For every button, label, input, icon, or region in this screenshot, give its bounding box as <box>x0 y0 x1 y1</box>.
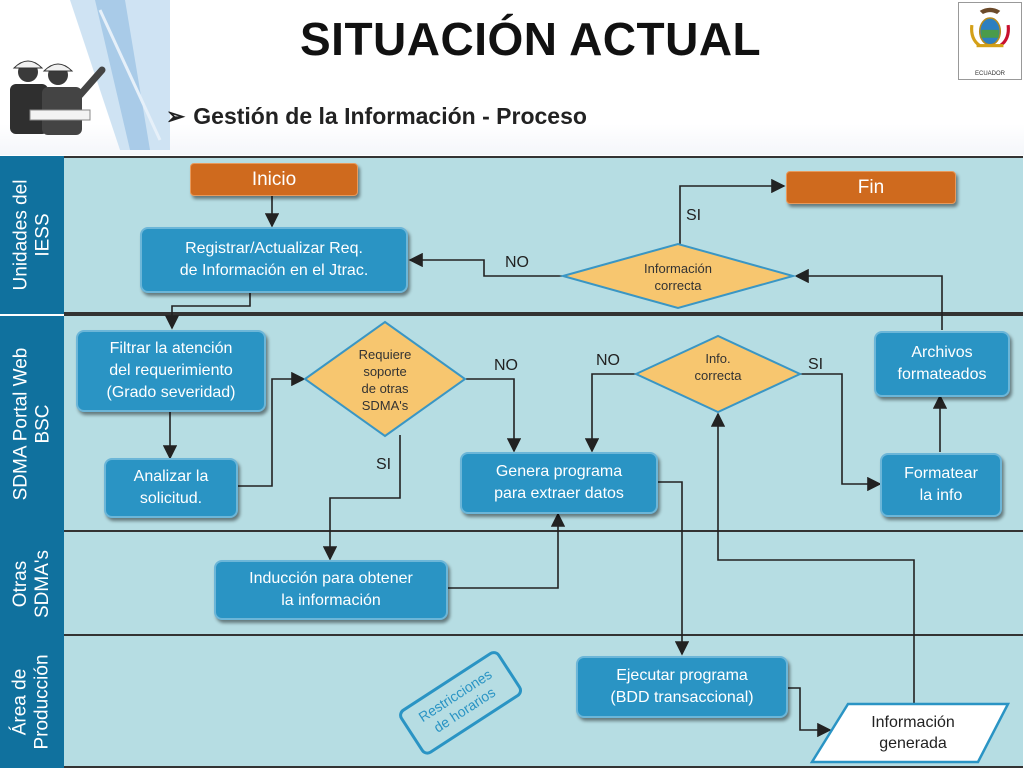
slide-header <box>0 0 1024 155</box>
fin-node: Fin <box>786 171 956 204</box>
page-subtitle: ➢ Gestión de la Información - Proceso <box>166 103 587 130</box>
edge-dec2-si <box>800 373 882 492</box>
label-no-info: NO <box>596 352 620 369</box>
arrow-bullet-icon: ➢ <box>166 103 186 129</box>
decision-info-correcta-mid-text: Info.correcta <box>694 351 742 383</box>
restricciones-shape <box>399 651 523 755</box>
page-title: SITUACIÓN ACTUAL <box>300 13 762 65</box>
label-no-top: NO <box>505 254 529 271</box>
registrar-node: Registrar/Actualizar Req.de Información … <box>140 227 408 293</box>
edge-archivos-dec1 <box>794 268 943 330</box>
coat-of-arms-icon <box>970 7 1010 48</box>
ecuador-seal: ECUADOR <box>958 2 1022 80</box>
edge-genera-ejecutar <box>656 481 690 656</box>
workers-logo <box>10 0 170 150</box>
edge-dec1-no <box>408 252 562 277</box>
edge-ejecutar-generada <box>786 687 832 738</box>
decision-info-correcta-mid <box>633 334 803 414</box>
edge-induccion-genera <box>448 512 566 589</box>
label-si-info: SI <box>808 356 824 373</box>
edge-analizar-requiere <box>236 371 306 487</box>
edge-dec1-si <box>679 178 786 244</box>
ejecutar-node: Ejecutar programa(BDD transaccional) <box>576 656 788 718</box>
seal-label: ECUADOR <box>974 71 1005 77</box>
edge-requiere-si <box>322 435 401 561</box>
edge-requiere-no <box>466 378 522 453</box>
edge-dec2-no <box>584 373 636 453</box>
label-no-requiere: NO <box>494 357 518 374</box>
edge-registrar-filtrar <box>164 292 251 330</box>
decision-info-correcta-top <box>559 242 797 310</box>
inicio-node: Inicio <box>190 163 358 196</box>
edge-generada-dec2 <box>710 412 915 706</box>
label-si-top: SI <box>686 207 702 224</box>
decision-requiere-soporte <box>303 320 467 438</box>
informacion-generada-shape <box>809 702 1011 764</box>
label-si-requiere: SI <box>376 456 392 473</box>
subtitle-text: Gestión de la Información - Proceso <box>193 103 587 129</box>
